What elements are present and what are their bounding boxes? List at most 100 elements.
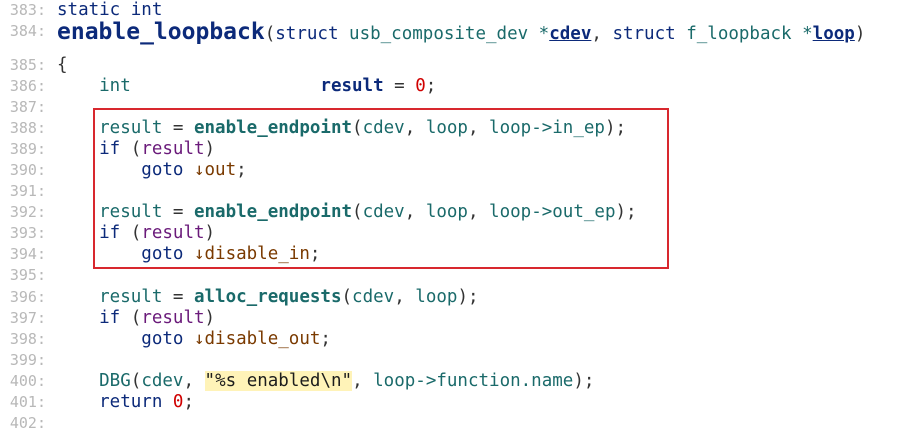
line-number: 391: bbox=[9, 182, 46, 200]
code-text: goto ↓disable_out; bbox=[57, 329, 331, 350]
code-token: ( bbox=[130, 139, 142, 159]
code-token: enable_endpoint bbox=[193, 202, 353, 222]
line-number: 390: bbox=[9, 161, 46, 179]
line-number: 402: bbox=[9, 414, 46, 432]
line-number: 398: bbox=[9, 330, 46, 348]
code-token: goto bbox=[57, 160, 194, 180]
code-text: return 0; bbox=[57, 392, 194, 413]
code-token: enable_endpoint bbox=[193, 118, 353, 138]
code-line[interactable]: 386: int result = 0; bbox=[0, 76, 910, 97]
code-text: enable_loopback(struct usb_composite_dev… bbox=[57, 17, 865, 47]
code-token: ( bbox=[352, 118, 363, 138]
line-number: 397: bbox=[9, 309, 46, 327]
code-token: ) bbox=[854, 24, 866, 44]
code-line[interactable]: 385: { bbox=[0, 55, 910, 76]
code-token: ( bbox=[341, 287, 353, 307]
code-token: , bbox=[394, 287, 416, 307]
line-number: 384: bbox=[9, 22, 46, 40]
code-token: loop->in_ep bbox=[489, 118, 605, 138]
code-token: , bbox=[404, 118, 426, 138]
code-token: loop bbox=[425, 202, 468, 222]
code-token: cdev bbox=[549, 24, 592, 44]
code-line[interactable]: 391: bbox=[0, 181, 910, 202]
code-token: ↓disable_out bbox=[193, 329, 321, 349]
line-number: 389: bbox=[9, 140, 46, 158]
code-token: ; bbox=[425, 76, 437, 96]
code-token: ); bbox=[573, 371, 595, 391]
code-token: result bbox=[141, 139, 205, 159]
code-token: ( bbox=[130, 371, 142, 391]
code-text: if (result) bbox=[57, 308, 215, 329]
code-token: ) bbox=[204, 223, 216, 243]
code-line[interactable]: 402: bbox=[0, 413, 910, 434]
code-token: DBG bbox=[57, 371, 131, 391]
code-token: cdev bbox=[141, 371, 184, 391]
code-token: struct bbox=[612, 24, 687, 44]
code-token: if bbox=[57, 308, 131, 328]
line-number: 388: bbox=[9, 119, 46, 137]
code-line[interactable]: 396: result = alloc_requests(cdev, loop)… bbox=[0, 287, 910, 308]
code-text: if (result) bbox=[57, 223, 215, 244]
code-line[interactable]: 400: DBG(cdev, "%s enabled\n", loop->fun… bbox=[0, 371, 910, 392]
code-line[interactable]: 389: if (result) bbox=[0, 139, 910, 160]
line-number: 396: bbox=[9, 288, 46, 306]
code-token: , bbox=[467, 118, 490, 138]
line-number: 395: bbox=[9, 266, 46, 284]
code-token: ; bbox=[309, 244, 321, 264]
code-token: ); bbox=[457, 287, 479, 307]
code-line[interactable]: 393: if (result) bbox=[0, 223, 910, 244]
code-line[interactable]: 383:static int bbox=[0, 0, 910, 21]
code-token: usb_composite_dev * bbox=[349, 24, 550, 44]
line-number: 400: bbox=[9, 372, 46, 390]
code-token: ); bbox=[615, 202, 637, 222]
code-token: loop->function.name bbox=[373, 371, 574, 391]
code-token: = bbox=[172, 202, 194, 222]
code-text: goto ↓out; bbox=[57, 160, 247, 181]
code-text: int result = 0; bbox=[57, 76, 436, 97]
line-number: 385: bbox=[9, 56, 46, 74]
code-line[interactable]: 388: result = enable_endpoint(cdev, loop… bbox=[0, 118, 910, 139]
code-line[interactable]: 395: bbox=[0, 265, 910, 286]
code-text: static int bbox=[57, 0, 162, 21]
code-token: int bbox=[57, 76, 321, 96]
code-token: ↓out bbox=[193, 160, 237, 180]
code-token: ( bbox=[130, 308, 142, 328]
code-line[interactable]: 398: goto ↓disable_out; bbox=[0, 329, 910, 350]
code-token: goto bbox=[57, 244, 194, 264]
code-token: = bbox=[172, 287, 194, 307]
code-line[interactable]: 384: enable_loopback(struct usb_composite… bbox=[0, 19, 910, 45]
code-token: = bbox=[394, 76, 416, 96]
line-number: 393: bbox=[9, 224, 46, 242]
code-token: static int bbox=[57, 0, 163, 20]
line-number: 387: bbox=[9, 98, 46, 116]
code-token: "%s enabled\n" bbox=[204, 371, 353, 391]
code-text: { bbox=[57, 55, 68, 76]
code-line[interactable]: 392: result = enable_endpoint(cdev, loop… bbox=[0, 202, 910, 223]
code-line[interactable]: 394: goto ↓disable_in; bbox=[0, 244, 910, 265]
code-token: ; bbox=[236, 160, 247, 180]
code-line[interactable]: 390: goto ↓out; bbox=[0, 160, 910, 181]
code-token: ( bbox=[130, 223, 142, 243]
code-line[interactable]: 397: if (result) bbox=[0, 308, 910, 329]
code-token: f_loopback * bbox=[686, 24, 813, 44]
code-token: goto bbox=[57, 329, 194, 349]
code-text: goto ↓disable_in; bbox=[57, 244, 320, 265]
line-number: 399: bbox=[9, 351, 46, 369]
code-line[interactable]: 387: bbox=[0, 97, 910, 118]
code-token: result bbox=[320, 76, 395, 96]
code-text: result = enable_endpoint(cdev, loop, loo… bbox=[57, 118, 626, 139]
code-line[interactable]: 401: return 0; bbox=[0, 392, 910, 413]
code-token: return bbox=[57, 392, 173, 412]
code-token: result bbox=[57, 118, 173, 138]
code-token: if bbox=[57, 223, 131, 243]
code-token: loop bbox=[812, 24, 855, 44]
code-line[interactable]: 399: bbox=[0, 350, 910, 371]
code-token: loop->out_ep bbox=[489, 202, 616, 222]
code-token: cdev bbox=[362, 118, 405, 138]
code-token: if bbox=[57, 139, 131, 159]
code-token: result bbox=[57, 202, 173, 222]
code-text: result = enable_endpoint(cdev, loop, loo… bbox=[57, 202, 637, 223]
code-token: 0 bbox=[415, 76, 426, 96]
code-token: 0 bbox=[172, 392, 184, 412]
